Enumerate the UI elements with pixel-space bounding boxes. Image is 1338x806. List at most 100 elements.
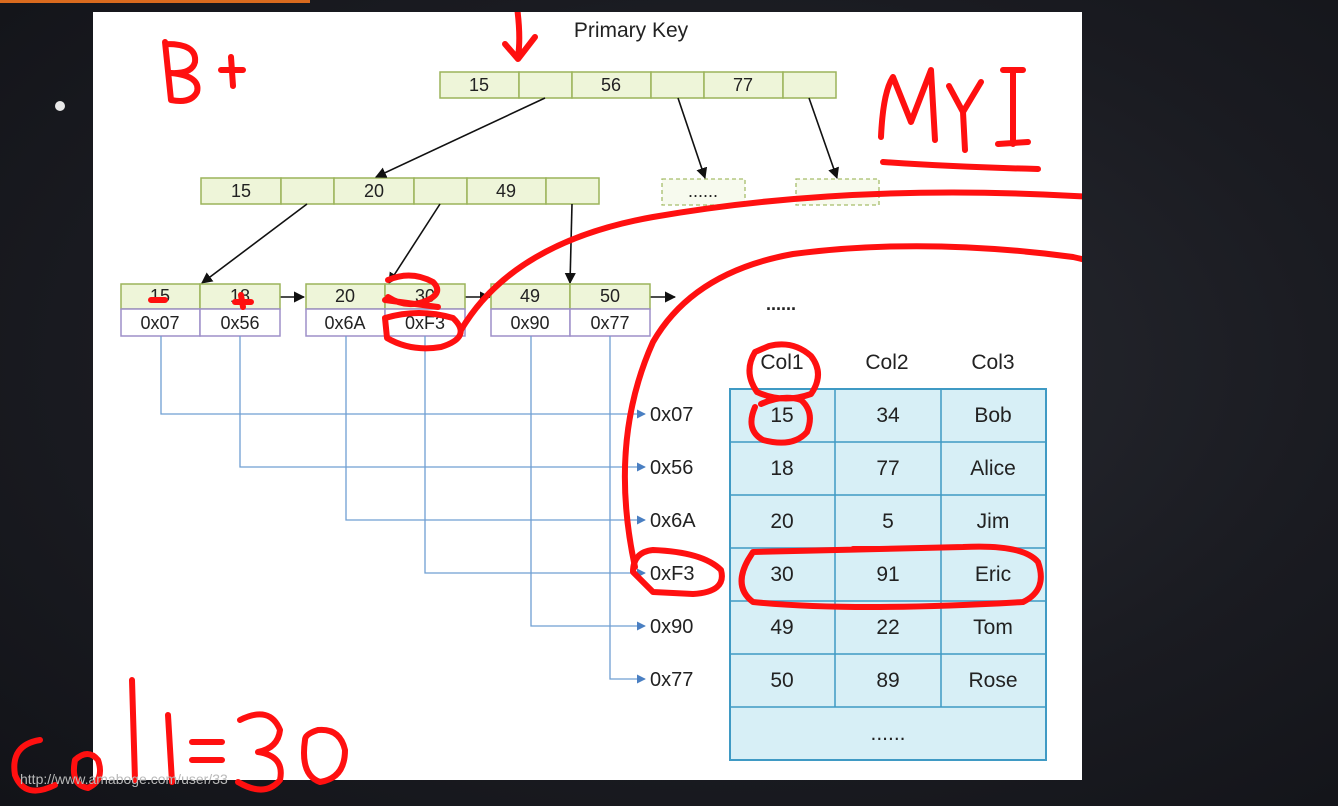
table-row: 50 89 Rose bbox=[770, 669, 1017, 692]
root-key: 77 bbox=[733, 75, 753, 95]
pointer-line-0x56 bbox=[239, 336, 646, 472]
table-body bbox=[729, 388, 1047, 761]
table-cell: 15 bbox=[770, 404, 793, 427]
table-cell: Rose bbox=[968, 669, 1017, 692]
pointer-line-0xF3 bbox=[424, 336, 646, 578]
handwritten-annotations bbox=[148, 12, 1082, 610]
leaf-address: 0x56 bbox=[220, 313, 259, 333]
annotation-leaf-ticks bbox=[148, 292, 254, 310]
root-key-cell bbox=[703, 71, 784, 99]
leaf-addr-cell bbox=[305, 308, 386, 337]
annotation-arrow-root bbox=[502, 12, 538, 62]
internal-key: 15 bbox=[231, 181, 251, 201]
internal-key-cell bbox=[333, 177, 415, 205]
data-table: Col1 Col2 Col3 15 34 Bob 18 77 bbox=[729, 351, 1047, 761]
row-address: 0x6A bbox=[650, 510, 696, 532]
table-cell: Tom bbox=[973, 616, 1013, 639]
watermark-url: http://www.amaboge.com/user/33 bbox=[20, 771, 228, 787]
internal-key-cell bbox=[466, 177, 547, 205]
internal-pointer-cell bbox=[413, 177, 468, 205]
collapsed-node-placeholder bbox=[661, 178, 746, 206]
table-header-col3: Col3 bbox=[971, 351, 1014, 374]
table-cell: 22 bbox=[876, 616, 899, 639]
leaf-continuation-ellipsis: ...... bbox=[766, 294, 796, 314]
table-row: 49 22 Tom bbox=[770, 616, 1013, 639]
root-key: 15 bbox=[469, 75, 489, 95]
collapsed-node-ellipsis: ...... bbox=[688, 181, 718, 201]
top-accent-strip bbox=[0, 0, 310, 3]
table-cell: 30 bbox=[770, 563, 793, 586]
leaf-key: 50 bbox=[600, 286, 620, 306]
row-address: 0x07 bbox=[650, 404, 693, 426]
table-cell: Eric bbox=[975, 563, 1011, 586]
table-header-col1: Col1 bbox=[760, 351, 803, 374]
leaf-address: 0x07 bbox=[140, 313, 179, 333]
root-pointer-cell bbox=[782, 71, 837, 99]
table-cell: 20 bbox=[770, 510, 793, 533]
leaf-address: 0x6A bbox=[324, 313, 365, 333]
leaf-key: 20 bbox=[335, 286, 355, 306]
annotation-query-ink bbox=[11, 677, 348, 794]
slide-bullet bbox=[55, 101, 65, 111]
annotation-row-to-myd-arrow bbox=[621, 243, 1082, 570]
root-to-placeholder-arrow bbox=[677, 97, 708, 180]
table-row: 30 91 Eric bbox=[770, 563, 1011, 586]
leaf-node: 20 30 0x6A 0xF3 bbox=[305, 283, 466, 337]
root-to-placeholder-arrow bbox=[808, 97, 839, 180]
table-footer-ellipsis: ...... bbox=[870, 722, 905, 745]
root-to-internal-arrow bbox=[374, 97, 546, 178]
leaf-address: 0x90 bbox=[510, 313, 549, 333]
leaf-addr-cell bbox=[569, 308, 651, 337]
annotation-circle-30-0xF3 bbox=[382, 272, 464, 352]
pointer-line-0x77 bbox=[609, 336, 646, 684]
diagram-title: Primary Key bbox=[574, 19, 689, 42]
leaf-node: 49 50 0x90 0x77 bbox=[490, 283, 651, 337]
annotation-myi-to-myd-arrow bbox=[458, 189, 1082, 333]
annotation-col1-eq-30 bbox=[11, 677, 348, 794]
leaf-node: 15 18 0x07 0x56 bbox=[120, 283, 281, 337]
table-cell: Alice bbox=[970, 457, 1016, 480]
root-node: 15 56 77 bbox=[439, 71, 837, 99]
slide-canvas: Primary Key 15 56 77 15 20 49 ... bbox=[93, 12, 1082, 780]
row-address-labels: 0x07 0x56 0x6A 0xF3 0x90 0x77 bbox=[650, 404, 696, 691]
tree-edges bbox=[201, 97, 839, 303]
leaf-addr-cell bbox=[199, 308, 281, 337]
table-row: 15 34 Bob bbox=[770, 404, 1011, 427]
leaf-address: 0x77 bbox=[590, 313, 629, 333]
root-key-cell bbox=[571, 71, 652, 99]
row-address: 0x77 bbox=[650, 669, 693, 691]
annotation-col1-circle bbox=[746, 341, 821, 446]
internal-pointer-cell bbox=[280, 177, 335, 205]
table-cell: Bob bbox=[974, 404, 1011, 427]
pointer-line-0x90 bbox=[530, 336, 646, 631]
table-cell: 5 bbox=[882, 510, 894, 533]
leaf-key: 49 bbox=[520, 286, 540, 306]
root-pointer-cell bbox=[518, 71, 573, 99]
internal-key: 49 bbox=[496, 181, 516, 201]
table-row: 20 5 Jim bbox=[770, 510, 1009, 533]
row-address: 0xF3 bbox=[650, 563, 694, 585]
annotation-myi-text bbox=[878, 67, 1041, 172]
table-cell: 77 bbox=[876, 457, 899, 480]
table-cell: 91 bbox=[876, 563, 899, 586]
leaf-key-cell bbox=[569, 283, 651, 310]
btree-index-diagram: Primary Key 15 56 77 15 20 49 ... bbox=[120, 12, 1082, 761]
annotation-bplus bbox=[162, 39, 246, 104]
leaf-address: 0xF3 bbox=[405, 313, 445, 333]
internal-to-leaf-arrow bbox=[201, 203, 308, 284]
table-cell: 89 bbox=[876, 669, 899, 692]
internal-key: 20 bbox=[364, 181, 384, 201]
data-pointer-lines bbox=[160, 336, 646, 684]
table-header-col2: Col2 bbox=[865, 351, 908, 374]
annotation-eric-row-circle bbox=[630, 543, 1044, 610]
internal-to-leaf-arrow bbox=[564, 203, 576, 285]
internal-pointer-cell bbox=[545, 177, 600, 205]
table-cell: Jim bbox=[977, 510, 1010, 533]
pointer-line-0x07 bbox=[160, 336, 646, 419]
table-cell: 18 bbox=[770, 457, 793, 480]
pointer-line-0x6A bbox=[345, 336, 646, 525]
root-pointer-cell bbox=[650, 71, 705, 99]
row-address: 0x56 bbox=[650, 457, 693, 479]
table-cell: 34 bbox=[876, 404, 900, 427]
internal-to-leaf-arrow bbox=[388, 203, 441, 284]
